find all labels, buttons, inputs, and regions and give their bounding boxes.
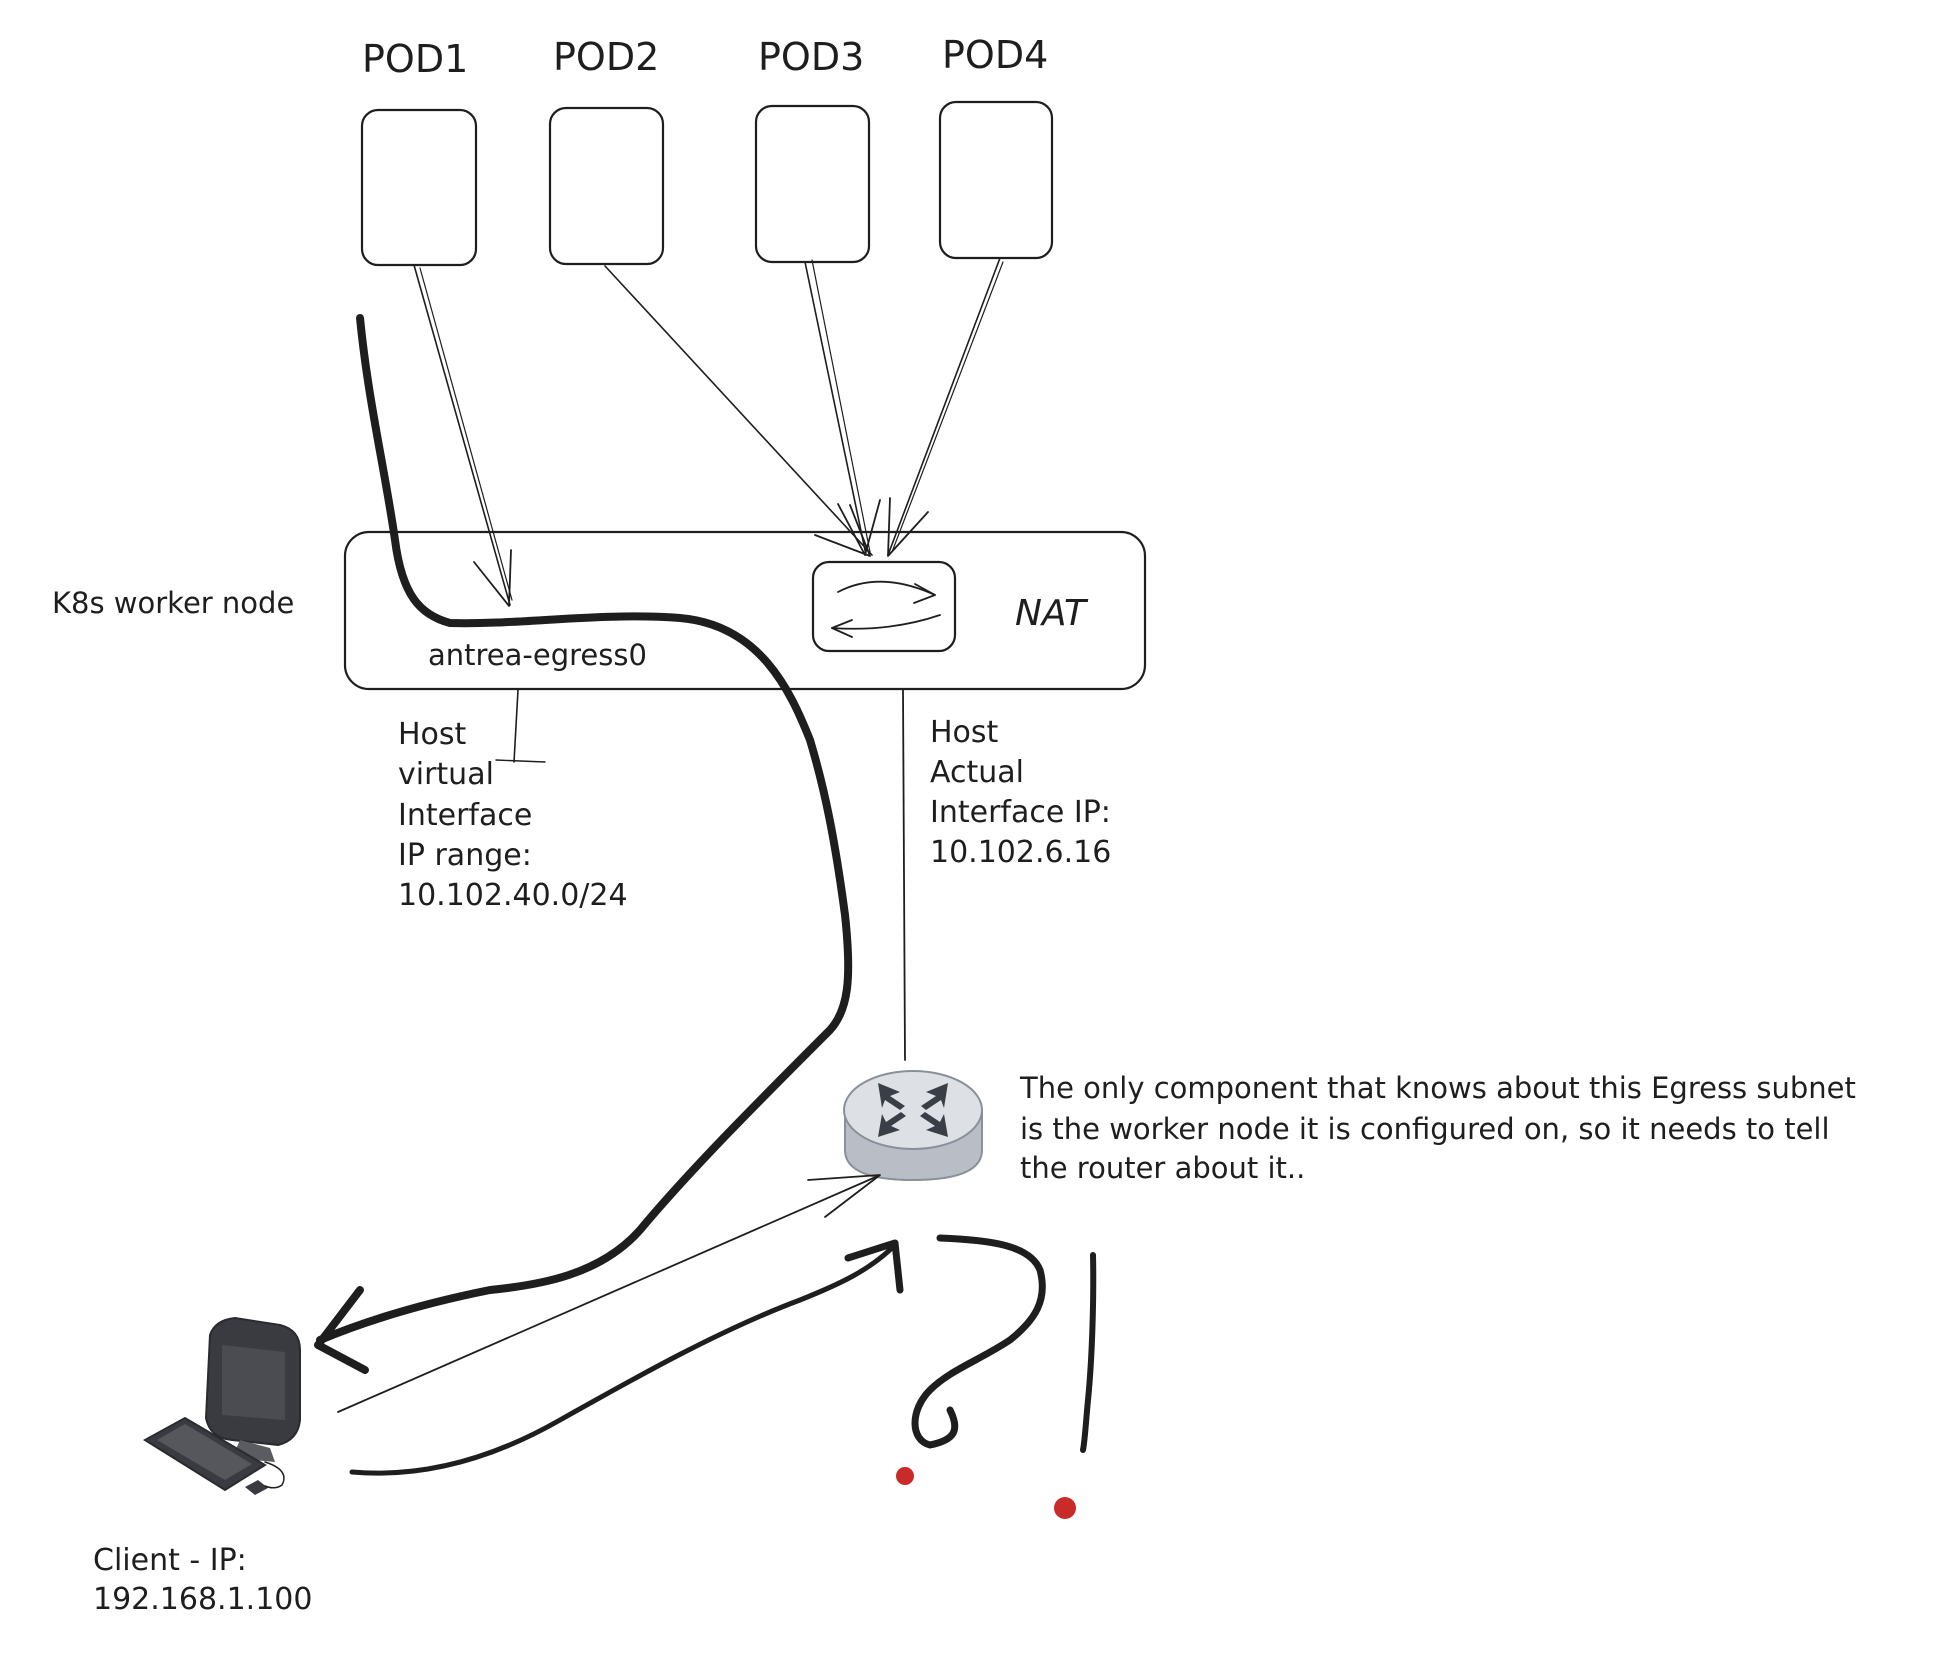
- return-path-line: [316, 314, 853, 1344]
- pod-4-label: POD4: [942, 33, 1048, 77]
- client-ip: 192.168.1.100: [93, 1582, 312, 1617]
- antrea-egress0-label: antrea-egress0: [428, 638, 647, 672]
- pod-1: POD1: [360, 37, 478, 267]
- pod-2-arrow: [604, 265, 873, 557]
- exclamation-mark-icon: [1054, 1252, 1097, 1519]
- virtual-interface-line-3: Interface: [398, 798, 532, 833]
- client-to-router-arrow: [337, 1174, 881, 1413]
- virtual-interface-line-4: IP range:: [398, 838, 532, 873]
- pod-1-arrow: [413, 264, 513, 607]
- virtual-interface-line: [513, 689, 519, 763]
- worker-node-label: K8s worker node: [52, 586, 294, 620]
- virtual-interface-text: Host virtual Interface IP range: 10.102.…: [398, 717, 628, 913]
- pod-3-box: [754, 104, 871, 264]
- router-note: The only component that knows about this…: [1019, 1071, 1856, 1185]
- pod-4-box: [938, 100, 1054, 260]
- nat-label: NAT: [1015, 593, 1089, 634]
- client-label: Client - IP: 192.168.1.100: [93, 1543, 312, 1617]
- virtual-interface-line-2: virtual: [398, 757, 494, 792]
- virtual-interface-ip-range: 10.102.40.0/24: [398, 878, 628, 913]
- pod-3-arrow: [804, 259, 881, 556]
- virtual-interface-line-1: Host: [398, 717, 467, 752]
- pod-2: POD2: [548, 35, 665, 266]
- actual-interface-line-2: Actual: [930, 755, 1024, 790]
- nat-swap-icon: [811, 560, 957, 653]
- return-path-arrowhead: [314, 1286, 369, 1374]
- interface-connectors: [495, 689, 906, 1061]
- worker-node: K8s worker node antrea-egress0 NAT: [52, 530, 1147, 691]
- actual-interface-line-3: Interface IP:: [930, 795, 1111, 830]
- computer-icon: [143, 1316, 301, 1495]
- actual-interface-line-1: Host: [930, 715, 999, 750]
- pod-3-label: POD3: [758, 35, 864, 79]
- router-note-line-2: is the worker node it is configured on, …: [1020, 1112, 1830, 1146]
- worker-node-box: [343, 530, 1147, 691]
- pod-arrows: [413, 257, 1004, 607]
- green-return-path: [314, 314, 853, 1374]
- pod-2-label: POD2: [553, 35, 659, 79]
- pod-1-label: POD1: [362, 37, 468, 81]
- router-note-line-1: The only component that knows about this…: [1019, 1071, 1856, 1105]
- red-failed-path: [349, 1234, 1097, 1519]
- pod-2-box: [548, 106, 665, 266]
- pods: POD1 POD2 POD3 POD4: [360, 33, 1054, 267]
- router-icon: [843, 1070, 983, 1182]
- actual-interface-text: Host Actual Interface IP: 10.102.6.16: [930, 715, 1111, 870]
- pod-3: POD3: [754, 35, 871, 264]
- actual-interface-line: [902, 689, 906, 1061]
- actual-interface-ip: 10.102.6.16: [930, 835, 1111, 870]
- pod-1-box: [360, 108, 478, 267]
- failed-path-arrowhead: [844, 1239, 904, 1294]
- pod-4-arrow: [887, 257, 1004, 557]
- question-mark-icon: [896, 1234, 1046, 1485]
- failed-path-line: [349, 1242, 898, 1476]
- client-label-line-1: Client - IP:: [93, 1543, 247, 1578]
- router-note-line-3: the router about it..: [1020, 1151, 1305, 1185]
- pod-4: POD4: [938, 33, 1054, 260]
